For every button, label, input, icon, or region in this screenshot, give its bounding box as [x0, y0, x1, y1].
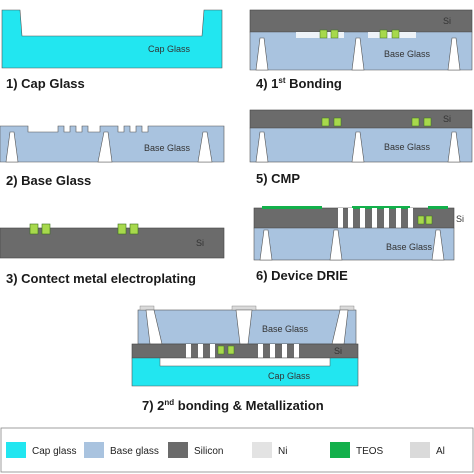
- legend-label-2: Silicon: [194, 446, 223, 457]
- step-6-label: 6) Device DRIE: [256, 268, 348, 283]
- step-2-label: 2) Base Glass: [6, 173, 91, 188]
- metal-pad-1: [29, 223, 39, 235]
- si-label-7: Si: [334, 346, 342, 356]
- legend-label-4: TEOS: [356, 446, 384, 457]
- panel-cmp: Si Base Glass 5) CMP: [249, 109, 473, 186]
- step-7-label: 7) 2nd bonding & Metallization: [142, 398, 324, 413]
- drie-trench-5: [384, 208, 389, 228]
- drie-trench-3: [360, 208, 365, 228]
- via-4b: [351, 37, 365, 71]
- legend-swatch-2: [168, 442, 188, 458]
- via-5c: [447, 131, 461, 163]
- drie-gap-7c: [210, 344, 215, 358]
- legend-label-0: Cap glass: [32, 446, 76, 457]
- legend-swatch-3: [252, 442, 272, 458]
- metal-pad-5a: [321, 117, 330, 127]
- teos-1: [262, 206, 322, 209]
- teos-3: [428, 206, 448, 209]
- panel-second-bonding: Base Glass Si Cap Glass 7) 2nd bonding &…: [131, 305, 359, 413]
- legend-label-1: Base glass: [110, 446, 159, 457]
- metal-pad-6b: [425, 215, 433, 225]
- drie-gap-7e: [270, 344, 275, 358]
- al-pad-7b: [231, 305, 257, 311]
- drie-gap-7b: [198, 344, 203, 358]
- metal-pad-6a: [417, 215, 425, 225]
- drie-trench-4: [372, 208, 377, 228]
- base-glass-via-2: [97, 131, 113, 163]
- teos-2: [352, 206, 410, 209]
- silicon-wafer-5: [249, 109, 473, 129]
- step-3-label: 3) Contect metal electroplating: [6, 271, 196, 286]
- base-glass-label-5: Base Glass: [384, 142, 431, 152]
- si-label-3: Si: [196, 238, 204, 248]
- si-label-6: Si: [456, 214, 464, 224]
- metal-pad-5d: [423, 117, 432, 127]
- base-glass-label: Base Glass: [144, 143, 191, 153]
- legend-swatch-0: [6, 442, 26, 458]
- al-pad-7a: [139, 305, 155, 311]
- metal-pad-4: [129, 223, 139, 235]
- base-glass-via-1: [5, 131, 19, 163]
- via-6a: [259, 229, 273, 261]
- base-glass-label-6: Base Glass: [386, 242, 433, 252]
- metal-pad-5b: [333, 117, 342, 127]
- step-5-label: 5) CMP: [256, 171, 300, 186]
- panel-cap-glass: Cap Glass 1) Cap Glass: [1, 9, 223, 91]
- via-6c: [431, 229, 445, 261]
- panel-device-drie: Si Base Glass 6) Device DRIE: [253, 206, 464, 283]
- cap-cavity-7: [159, 357, 331, 367]
- metal-pad-7a: [217, 345, 225, 355]
- metal-pad-4b: [330, 29, 339, 39]
- base-glass-via-3: [197, 131, 213, 163]
- drie-gap-7d: [258, 344, 263, 358]
- legend-label-5: Al: [436, 446, 445, 457]
- legend-swatch-4: [330, 442, 350, 458]
- legend-swatch-5: [410, 442, 430, 458]
- drie-trench-2: [348, 208, 353, 228]
- base-glass-label-4: Base Glass: [384, 49, 431, 59]
- legend-label-3: Ni: [278, 446, 287, 457]
- cap-glass-label-7: Cap Glass: [268, 371, 311, 381]
- panel-electroplating: Si 3) Contect metal electroplating: [0, 223, 225, 286]
- drie-trench-1: [338, 208, 343, 228]
- drie-gap-7a: [186, 344, 191, 358]
- si-label-5: Si: [443, 114, 451, 124]
- drie-gap-7g: [294, 344, 299, 358]
- cap-glass-label: Cap Glass: [148, 44, 191, 54]
- legend: Cap glass Base glass Silicon Ni TEOS Al: [0, 427, 474, 473]
- legend-items: Cap glass Base glass Silicon Ni TEOS Al: [6, 442, 445, 458]
- cap-glass-wafer: [1, 9, 223, 69]
- step-1-label: 1) Cap Glass: [6, 76, 85, 91]
- metal-pad-5c: [411, 117, 420, 127]
- silicon-wafer-4: [249, 9, 473, 33]
- base-glass-wafer: [0, 125, 225, 163]
- via-4c: [447, 37, 461, 71]
- metal-pad-4a: [319, 29, 328, 39]
- drie-trench-6: [396, 208, 401, 228]
- metal-pad-3: [117, 223, 127, 235]
- metal-pad-2: [41, 223, 51, 235]
- drie-gap-7f: [282, 344, 287, 358]
- legend-swatch-1: [84, 442, 104, 458]
- via-6b: [329, 229, 343, 261]
- base-glass-label-7: Base Glass: [262, 324, 309, 334]
- si-label-4: Si: [443, 16, 451, 26]
- panel-base-glass: Base Glass 2) Base Glass: [0, 125, 225, 188]
- base-glass-wafer-6: [253, 227, 455, 261]
- metal-pad-7b: [227, 345, 235, 355]
- via-5b: [351, 131, 365, 163]
- silicon-wafer-7: [131, 343, 359, 359]
- via-5a: [255, 131, 269, 163]
- panel-first-bonding: Si Base Glass 4) 1st Bonding: [249, 9, 473, 91]
- step-4-label: 4) 1st Bonding: [256, 76, 342, 91]
- metal-pad-4c: [379, 29, 388, 39]
- via-4a: [255, 37, 269, 71]
- drie-trench-7: [408, 208, 413, 228]
- metal-pad-4d: [391, 29, 400, 39]
- al-pad-7c: [339, 305, 355, 311]
- legend-frame: [0, 427, 474, 473]
